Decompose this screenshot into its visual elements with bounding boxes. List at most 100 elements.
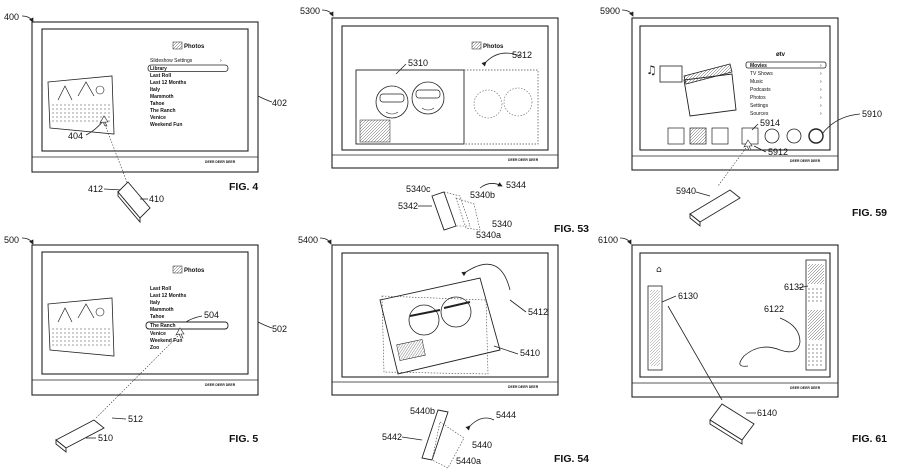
fig4-ref-arrow [21, 15, 34, 23]
fig53-rotation-arrow [479, 182, 503, 189]
fig53-ref-arrow [321, 9, 334, 17]
fig5-tv-leader [257, 321, 273, 329]
fig59-remote-leader [695, 191, 711, 197]
fig61-left-panel [647, 285, 663, 371]
fig4-menu-item[interactable]: Italy [150, 87, 160, 93]
music-note-icon: ♫ [646, 63, 657, 77]
app-logo-icon: ⌂ [656, 265, 662, 275]
fig59-caption: FIG. 59 [852, 207, 887, 219]
fig53-remote-ref-c: 5340c [406, 184, 431, 194]
dock-icon-tv[interactable] [689, 127, 707, 145]
fig5-selection-highlight [145, 321, 229, 330]
fig59-app-title: øtv [776, 52, 786, 58]
fig5: 500 DEER DEER DEER 502 Photos Last Roll … [4, 235, 287, 453]
fig5-menu-item[interactable]: Zoo [150, 345, 159, 351]
fig59-ref: 5900 [600, 6, 620, 16]
fig59-menu-item-selected[interactable]: Movies [750, 63, 767, 69]
fig4-photo-thumbnail [47, 75, 115, 135]
chevron-right-icon: › [820, 103, 822, 109]
fig61-ref: 6100 [598, 235, 618, 245]
fig53-remote [431, 191, 481, 231]
fig4-menu-item-selected[interactable]: Library [150, 66, 167, 72]
fig4-menu: Slideshow Settings › Library Last Roll L… [150, 58, 222, 128]
fig4-menu-item[interactable]: Tahoe [150, 101, 165, 107]
fig53-remote-ref-a: 5340a [476, 230, 501, 240]
fig53-motion-ref: 5312 [512, 50, 532, 60]
fig59-remote [689, 189, 741, 227]
chevron-right-icon: › [820, 63, 822, 69]
fig5-ref: 500 [4, 235, 19, 245]
fig54-ref-arrow [319, 237, 332, 245]
fig4-menu-item[interactable]: Last Roll [150, 73, 172, 79]
fig4-photos-icon [172, 41, 183, 50]
fig59-menu-item[interactable]: TV Shows [750, 71, 773, 77]
tv-icon [659, 65, 683, 83]
fig53-remote-ref: 5342 [398, 201, 418, 211]
fig59-pointer-beam [717, 147, 747, 187]
dock-icon-apple[interactable] [808, 128, 824, 144]
fig4-menu-item[interactable]: Slideshow Settings [150, 58, 193, 64]
fig54-photo-leader [493, 345, 519, 355]
fig4-tv-ref: 402 [272, 98, 287, 108]
dock-icon-sources[interactable] [786, 128, 802, 144]
fig5-tv-brand: DEER DEER DEER [205, 383, 236, 387]
fig61-gesture-path [739, 317, 801, 367]
fig5-pointer-leader [111, 417, 127, 420]
fig5-menu-item[interactable]: Last 12 Months [150, 293, 187, 299]
fig61-right-panel-ref: 6132 [784, 282, 804, 292]
fig5-remote [55, 419, 105, 453]
fig54-remote-ref-b: 5440b [410, 406, 435, 416]
fig4-menu-item[interactable]: Mammoth [150, 94, 174, 100]
fig5-photo-thumbnail [47, 297, 115, 357]
fig53-caption: FIG. 53 [554, 223, 589, 235]
chevron-right-icon: › [820, 111, 822, 117]
fig4-menu-item[interactable]: Venice [150, 115, 166, 121]
fig61-right-panel [805, 259, 827, 371]
fig5-menu-item[interactable]: Mammoth [150, 307, 174, 313]
fig54-remote-leader [401, 436, 423, 441]
chevron-right-icon: › [820, 79, 822, 85]
fig61-caption: FIG. 61 [852, 433, 887, 445]
fig4-pointer-beam [103, 121, 129, 186]
fig4-cursor-icon [99, 115, 109, 127]
fig59-menu-item[interactable]: Photos [750, 95, 766, 101]
fig59-menu-item[interactable]: Podcasts [750, 87, 771, 93]
fig59-menu-item[interactable]: Settings [750, 103, 769, 109]
fig53-app-title: Photos [483, 44, 504, 50]
fig59-menu-item[interactable]: Sources [750, 111, 769, 117]
dock-icon-settings[interactable] [741, 127, 759, 145]
dock-icon-music[interactable] [764, 128, 780, 144]
fig4-menu-item[interactable]: Weekend Fun [150, 122, 182, 128]
fig5-menu-item[interactable]: Tahoe [150, 314, 165, 320]
fig5-menu-item-selected[interactable]: The Ranch [150, 323, 176, 329]
fig5-menu-item[interactable]: Venice [150, 331, 166, 337]
fig59-menu: Movies TV Shows Music Podcasts Photos Se… [750, 63, 822, 117]
fig5-menu-item[interactable]: Last Roll [150, 286, 172, 292]
fig54-remote-ref-a: 5440a [456, 456, 481, 466]
dock-icon-movies[interactable] [711, 127, 729, 145]
fig5-menu: Last Roll Last 12 Months Italy Mammoth T… [150, 286, 187, 351]
dock-icon-photos[interactable] [667, 127, 685, 145]
fig59-cursor-leader [753, 145, 767, 153]
fig61-left-panel-leader [661, 295, 677, 303]
fig4-menu-item[interactable]: The Ranch [150, 108, 176, 114]
fig4: 400 DEER DEER DEER 402 Photos Slideshow … [4, 12, 287, 224]
fig4-menu-item[interactable]: Last 12 Months [150, 80, 187, 86]
fig54-rotation-ref: 5412 [528, 307, 548, 317]
fig5-menu-item[interactable]: Italy [150, 300, 160, 306]
fig54-remote-ref: 5442 [382, 432, 402, 442]
fig61-pointer-line [667, 305, 723, 401]
fig5-caption: FIG. 5 [229, 433, 258, 445]
fig4-tv-leader [257, 95, 273, 103]
fig59-menu-item[interactable]: Music [750, 79, 764, 85]
fig5-cursor-icon [175, 327, 185, 339]
fig54-rotated-photo [379, 277, 501, 375]
fig5-menu-item[interactable]: Weekend Fun [150, 338, 182, 344]
fig54-remote-ref-group: 5440 [472, 440, 492, 450]
fig53-photo-leader [395, 63, 407, 75]
fig61-right-panel-leader [797, 285, 809, 289]
fig53-next-photo-ghost [463, 69, 539, 145]
fig54-remote [421, 409, 465, 469]
fig54: 5400 DEER DEER DEER 5412 5410 5440b 5444… [298, 235, 589, 469]
